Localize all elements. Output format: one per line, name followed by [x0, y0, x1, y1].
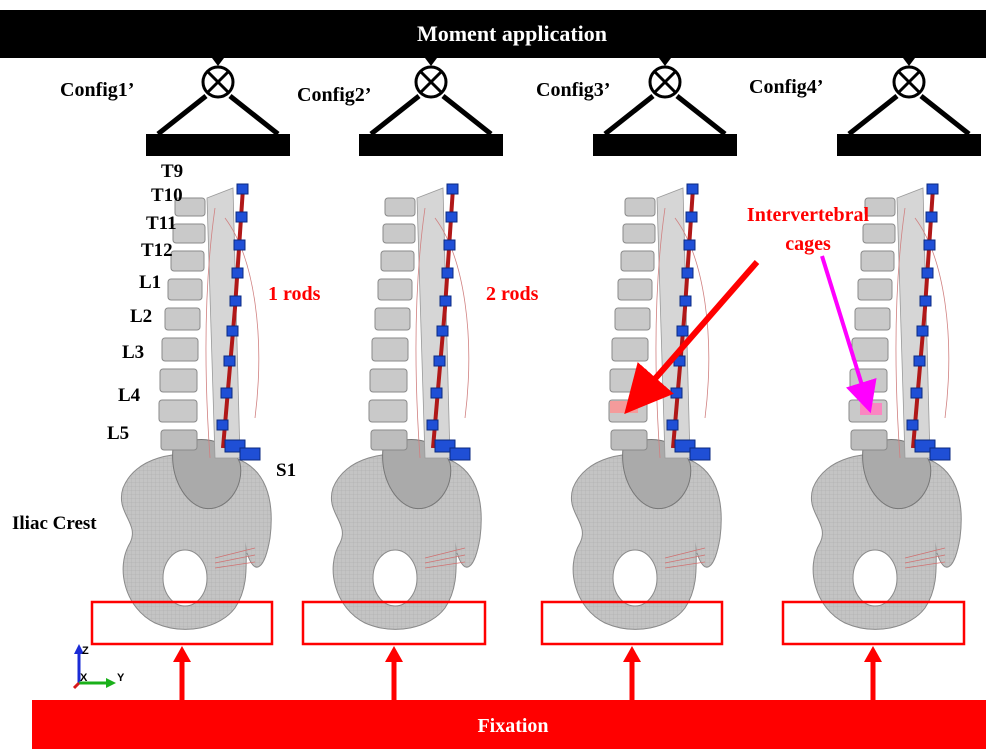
loader-config3 [593, 46, 737, 156]
loader-config2 [359, 46, 503, 156]
spine-model-config2 [331, 184, 481, 629]
loader-config1 [146, 46, 290, 156]
vertebra-label-l4: L4 [118, 385, 141, 406]
vertebra-label-t9: T9 [161, 161, 183, 182]
cages-label-line2: cages [785, 233, 831, 255]
config3-label: Config3’ [536, 79, 610, 101]
cage-highlight-config3 [610, 401, 638, 413]
loader-config4 [837, 46, 981, 156]
spine-model-config3 [571, 184, 721, 629]
axis-y-label: Y [117, 672, 125, 684]
fixation-arrows [173, 646, 882, 700]
axis-z-label: Z [82, 645, 89, 657]
cages-label-line1: Intervertebral [747, 204, 870, 226]
vertebra-label-l2: L2 [130, 306, 152, 327]
vertebra-label-t11: T11 [146, 213, 177, 234]
fixation-bar: Fixation [32, 700, 986, 749]
vertebra-label-t10: T10 [151, 185, 183, 206]
config2-label: Config2’ [297, 84, 371, 106]
rods-label-config2: 2 rods [486, 283, 539, 305]
config4-label: Config4’ [749, 76, 823, 98]
vertebra-label-l1: L1 [139, 272, 161, 293]
config1-label: Config1’ [60, 79, 134, 101]
moment-application-bar: Moment application [0, 10, 986, 58]
iliac-crest-label: Iliac Crest [12, 513, 97, 534]
spine-model-config4 [811, 184, 961, 629]
axis-x-label: X [80, 672, 88, 684]
vertebra-label-l5: L5 [107, 423, 129, 444]
vertebra-label-t12: T12 [141, 240, 173, 261]
rods-label-config1: 1 rods [268, 283, 321, 305]
sacrum-label: S1 [276, 460, 296, 481]
axes-triad: Z X Y [74, 644, 125, 688]
cage-highlight-config4 [860, 403, 882, 415]
vertebra-label-l3: L3 [122, 342, 144, 363]
moment-application-label: Moment application [417, 21, 607, 46]
fixation-label: Fixation [477, 715, 548, 737]
